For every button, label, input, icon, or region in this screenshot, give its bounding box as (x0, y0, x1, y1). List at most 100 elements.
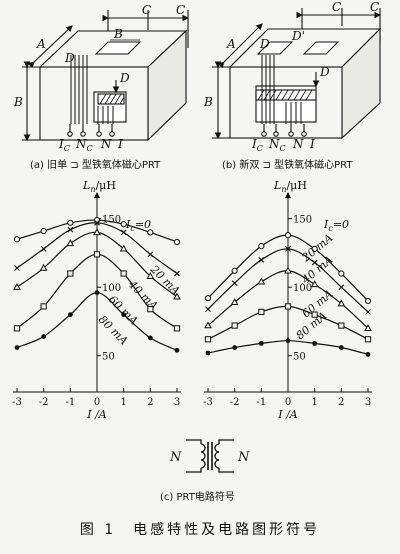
data-point (338, 270, 345, 277)
data-point (66, 239, 75, 247)
data-point (311, 311, 318, 318)
dim-c-label-a: C (142, 3, 151, 17)
data-point (364, 324, 372, 332)
i-label-b: I (309, 137, 315, 151)
data-point (204, 321, 212, 329)
data-point (284, 266, 292, 274)
data-point (67, 270, 74, 277)
prt-circuit-symbol (186, 439, 234, 473)
y-tick-label: 50 (102, 352, 115, 363)
data-point (39, 263, 48, 271)
x-tick-label: -3 (203, 397, 213, 408)
data-point (311, 259, 318, 266)
data-point (337, 299, 346, 307)
symbol-right-n: N (237, 450, 250, 465)
x-tick-label: -1 (65, 397, 75, 408)
dim-a-label-a: A (36, 37, 46, 51)
data-point (312, 341, 318, 346)
data-point (311, 245, 318, 252)
data-point (364, 297, 372, 305)
x-axis-label: I /A (277, 408, 298, 421)
data-point (67, 219, 74, 226)
y-tick-label: 150 (102, 215, 121, 226)
data-point (258, 308, 265, 315)
data-point (147, 306, 154, 313)
x-tick-label: 0 (285, 397, 291, 408)
y-tick-label: 100 (102, 283, 121, 294)
y-tick-label: 50 (293, 352, 306, 363)
data-point (93, 228, 101, 236)
data-point (14, 265, 20, 271)
data-point (120, 221, 127, 228)
data-point (40, 303, 47, 310)
data-point (173, 238, 181, 246)
data-point (173, 292, 181, 300)
data-point (231, 267, 238, 274)
nc-label-b: NC (268, 137, 286, 153)
n-label-a: N (100, 137, 112, 151)
series-label: 20 mA (147, 262, 182, 297)
data-point (121, 312, 127, 318)
data-point (338, 284, 345, 291)
x-tick-label: 0 (94, 397, 100, 408)
dim-c2-label-a: C (176, 3, 185, 17)
data-point (231, 280, 238, 286)
data-point (13, 325, 21, 332)
data-point (14, 345, 20, 350)
data-point (230, 298, 239, 305)
data-point (40, 227, 47, 235)
d-left-label-a: D (64, 51, 75, 65)
data-point (67, 312, 73, 318)
data-point (147, 251, 154, 258)
data-point (258, 341, 264, 346)
x-tick-label: -2 (230, 397, 240, 408)
x-tick-label: 3 (174, 397, 180, 408)
data-point (284, 303, 292, 310)
d-left-label-b: D (259, 37, 270, 51)
d-right-label-b: D (319, 65, 330, 79)
dim-a-label-b: A (226, 37, 236, 51)
data-point (365, 351, 371, 357)
data-point (13, 236, 21, 243)
data-point (204, 295, 212, 302)
caption-a: (a) 旧单 ⊐ 型铁氧体磁心PRT (30, 160, 161, 171)
data-point (284, 232, 292, 239)
x-tick-label: -1 (256, 397, 266, 408)
data-point (231, 322, 238, 329)
caption-c: (c) PRT电路符号 (160, 492, 235, 503)
data-point (93, 251, 101, 258)
data-point (120, 270, 127, 277)
data-point (13, 282, 21, 290)
data-point (364, 336, 372, 343)
data-point (174, 347, 180, 353)
x-tick-label: -3 (12, 397, 22, 408)
ic-zero-label: Ic=0 (125, 218, 151, 233)
x-tick-label: 1 (311, 397, 317, 408)
caption-b: (b) 新双 ⊐ 型铁氧体磁心PRT (222, 160, 353, 171)
x-tick-label: 3 (365, 397, 371, 408)
ic-label-b: IC (251, 137, 263, 153)
data-point (258, 243, 265, 250)
d-right-label-a: D (119, 71, 130, 85)
data-point (257, 277, 266, 285)
dim-c2-label-b: C (370, 0, 379, 14)
data-point (94, 290, 100, 296)
data-point (310, 280, 319, 288)
data-point (204, 336, 212, 343)
x-tick-label: -2 (39, 397, 49, 408)
y-axis-label: Ln/μH (273, 179, 307, 194)
data-point (41, 334, 47, 339)
ferrite-core-diagram-a (22, 10, 190, 142)
data-point (174, 270, 180, 277)
nc-label-a: NC (75, 137, 93, 153)
i-label-a: I (117, 137, 123, 151)
data-point (119, 244, 128, 252)
ic-zero-label: Ic=0 (323, 218, 349, 233)
data-point (67, 226, 74, 233)
data-point (338, 345, 344, 350)
data-point (120, 229, 127, 236)
data-point (285, 338, 291, 344)
dim-b-top-label-a: B (113, 27, 123, 41)
